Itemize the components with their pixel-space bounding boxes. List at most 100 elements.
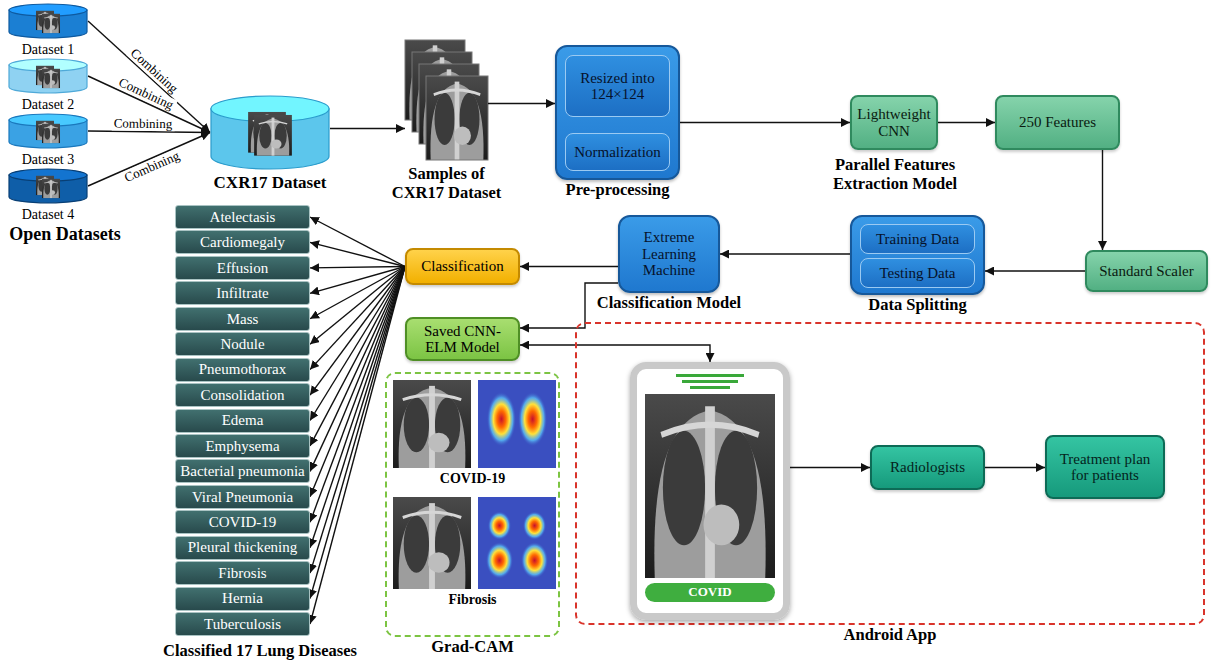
- node-text: Fibrosis: [218, 565, 266, 582]
- xray-image: [426, 76, 488, 160]
- disease-box: Emphysema: [175, 434, 310, 458]
- cylinder-shape: [8, 3, 88, 39]
- edge-label: Combining: [121, 147, 184, 185]
- node-text: Resized into 124×124: [571, 70, 664, 103]
- connector: [985, 270, 1085, 271]
- connector: [520, 345, 710, 362]
- gradcam-panel: Grad-CAMCOVID-19Fibrosis: [385, 372, 560, 637]
- text-holder: Pneumothorax: [176, 359, 309, 381]
- text-holder: Samples of CXR17 Dataset: [385, 165, 508, 203]
- group-label: Parallel Features Extraction Model: [810, 156, 980, 194]
- node-text: Mass: [227, 311, 259, 328]
- node-text: Pneumothorax: [199, 361, 287, 378]
- text-holder: Hernia: [176, 588, 309, 610]
- disease-box: Edema: [175, 409, 310, 433]
- preprocess-panel: Pre-processingResized into 124×124Normal…: [555, 45, 680, 180]
- node-text: Tuberculosis: [204, 616, 281, 633]
- disease-box: Consolidation: [175, 383, 310, 407]
- node-heading: Dataset 1: [0, 42, 118, 58]
- text-holder: Emphysema: [176, 435, 309, 457]
- text-holder: Extreme Learning Machine: [620, 217, 718, 291]
- text-holder: 250 Features: [997, 97, 1118, 148]
- text-holder: Fibrosis: [387, 592, 558, 608]
- process-box: Classification: [405, 248, 520, 285]
- xray-icon: [42, 14, 60, 34]
- text-holder: Saved CNN-ELM Model: [407, 319, 518, 359]
- xray-image: [645, 394, 775, 578]
- text-holder: Standard Scaler: [1087, 252, 1206, 290]
- connector: [310, 267, 405, 472]
- text-holder: Dataset 3: [0, 152, 118, 168]
- screen-ground: [637, 369, 783, 613]
- connector: [310, 267, 405, 523]
- disease-box: Mass: [175, 307, 310, 331]
- group-label: Classified 17 Lung Diseases: [140, 642, 380, 661]
- xray-image: [393, 380, 471, 468]
- node-heading: Dataset 3: [0, 152, 118, 168]
- disease-box: Atelectasis: [175, 205, 310, 229]
- label-holder: Classified 17 Lung Diseases: [140, 642, 380, 661]
- cylinder-shape: [8, 58, 88, 94]
- connector: [310, 267, 405, 268]
- connector: [310, 217, 405, 267]
- text-holder: COVID-19: [387, 471, 558, 487]
- process-box: Treatment plan for patients: [1045, 435, 1165, 499]
- connector: [520, 266, 618, 267]
- node-text: Radiologists: [890, 459, 965, 476]
- text-holder: Fibrosis: [176, 562, 309, 584]
- image-frame: [426, 76, 488, 160]
- label-holder: Open Datasets: [0, 224, 130, 245]
- disease-box: Viral Pneumonia: [175, 485, 310, 509]
- disease-box: Bacterial pneumonia: [175, 459, 310, 483]
- disease-box: COVID-19: [175, 510, 310, 534]
- connector: [680, 122, 850, 123]
- disease-box: Hernia: [175, 587, 310, 611]
- node-text: Consolidation: [200, 387, 284, 404]
- node-heading: Android App: [577, 626, 1203, 645]
- sample-stack: Samples of CXR17 Dataset: [405, 40, 488, 162]
- dataset-cylinder: Dataset 1: [8, 3, 88, 39]
- disease-box: Pleural thickening: [175, 536, 310, 560]
- node-heading: Samples of CXR17 Dataset: [385, 165, 508, 203]
- disease-box: Pneumothorax: [175, 358, 310, 382]
- disease-box: Infiltrate: [175, 281, 310, 305]
- dataset-cylinder: Dataset 2: [8, 58, 88, 94]
- text-holder: Pleural thickening: [176, 537, 309, 559]
- sample-stack-images: [405, 40, 488, 160]
- process-box: Standard Scaler: [1085, 250, 1208, 292]
- node-heading: CXR17 Dataset: [180, 173, 360, 193]
- connector: [985, 467, 1045, 468]
- text-holder: Consolidation: [176, 384, 309, 406]
- node-heading: Dataset 2: [0, 97, 118, 113]
- text-holder: Pre-processing: [537, 181, 698, 200]
- text-holder: Bacterial pneumonia: [176, 460, 309, 482]
- text-holder: Infiltrate: [176, 282, 309, 304]
- screen-header-bar: [676, 374, 744, 377]
- process-box: 250 Features: [995, 95, 1120, 150]
- edge-label: Combining: [112, 116, 175, 131]
- node-text: Nodule: [220, 336, 264, 353]
- text-holder: COVID-19: [176, 511, 309, 533]
- xray-icon: [42, 69, 60, 89]
- text-holder: Nodule: [176, 333, 309, 355]
- node-text: Saved CNN-ELM Model: [412, 323, 513, 356]
- connector: [88, 133, 210, 187]
- text-holder: Normalization: [566, 134, 669, 170]
- xray-icon: [42, 179, 60, 199]
- node-heading: Data Splitting: [832, 296, 1003, 315]
- xray-icon: [254, 115, 292, 156]
- text-holder: Classification: [407, 250, 518, 283]
- node-text: Training Data: [876, 231, 959, 248]
- text-holder: Resized into 124×124: [566, 56, 669, 116]
- connector: [310, 267, 405, 574]
- app-button: COVID: [645, 583, 775, 602]
- node-text: Classification: [421, 258, 504, 275]
- heatmap-image: [478, 380, 556, 468]
- disease-box: Tuberculosis: [175, 612, 310, 636]
- screen-header-bar: [690, 386, 730, 389]
- node-text: Emphysema: [205, 438, 279, 455]
- node-text: Effusion: [217, 260, 268, 277]
- connector: [310, 267, 405, 625]
- node-text: COVID-19: [209, 514, 277, 531]
- node-text: Bacterial pneumonia: [180, 463, 305, 480]
